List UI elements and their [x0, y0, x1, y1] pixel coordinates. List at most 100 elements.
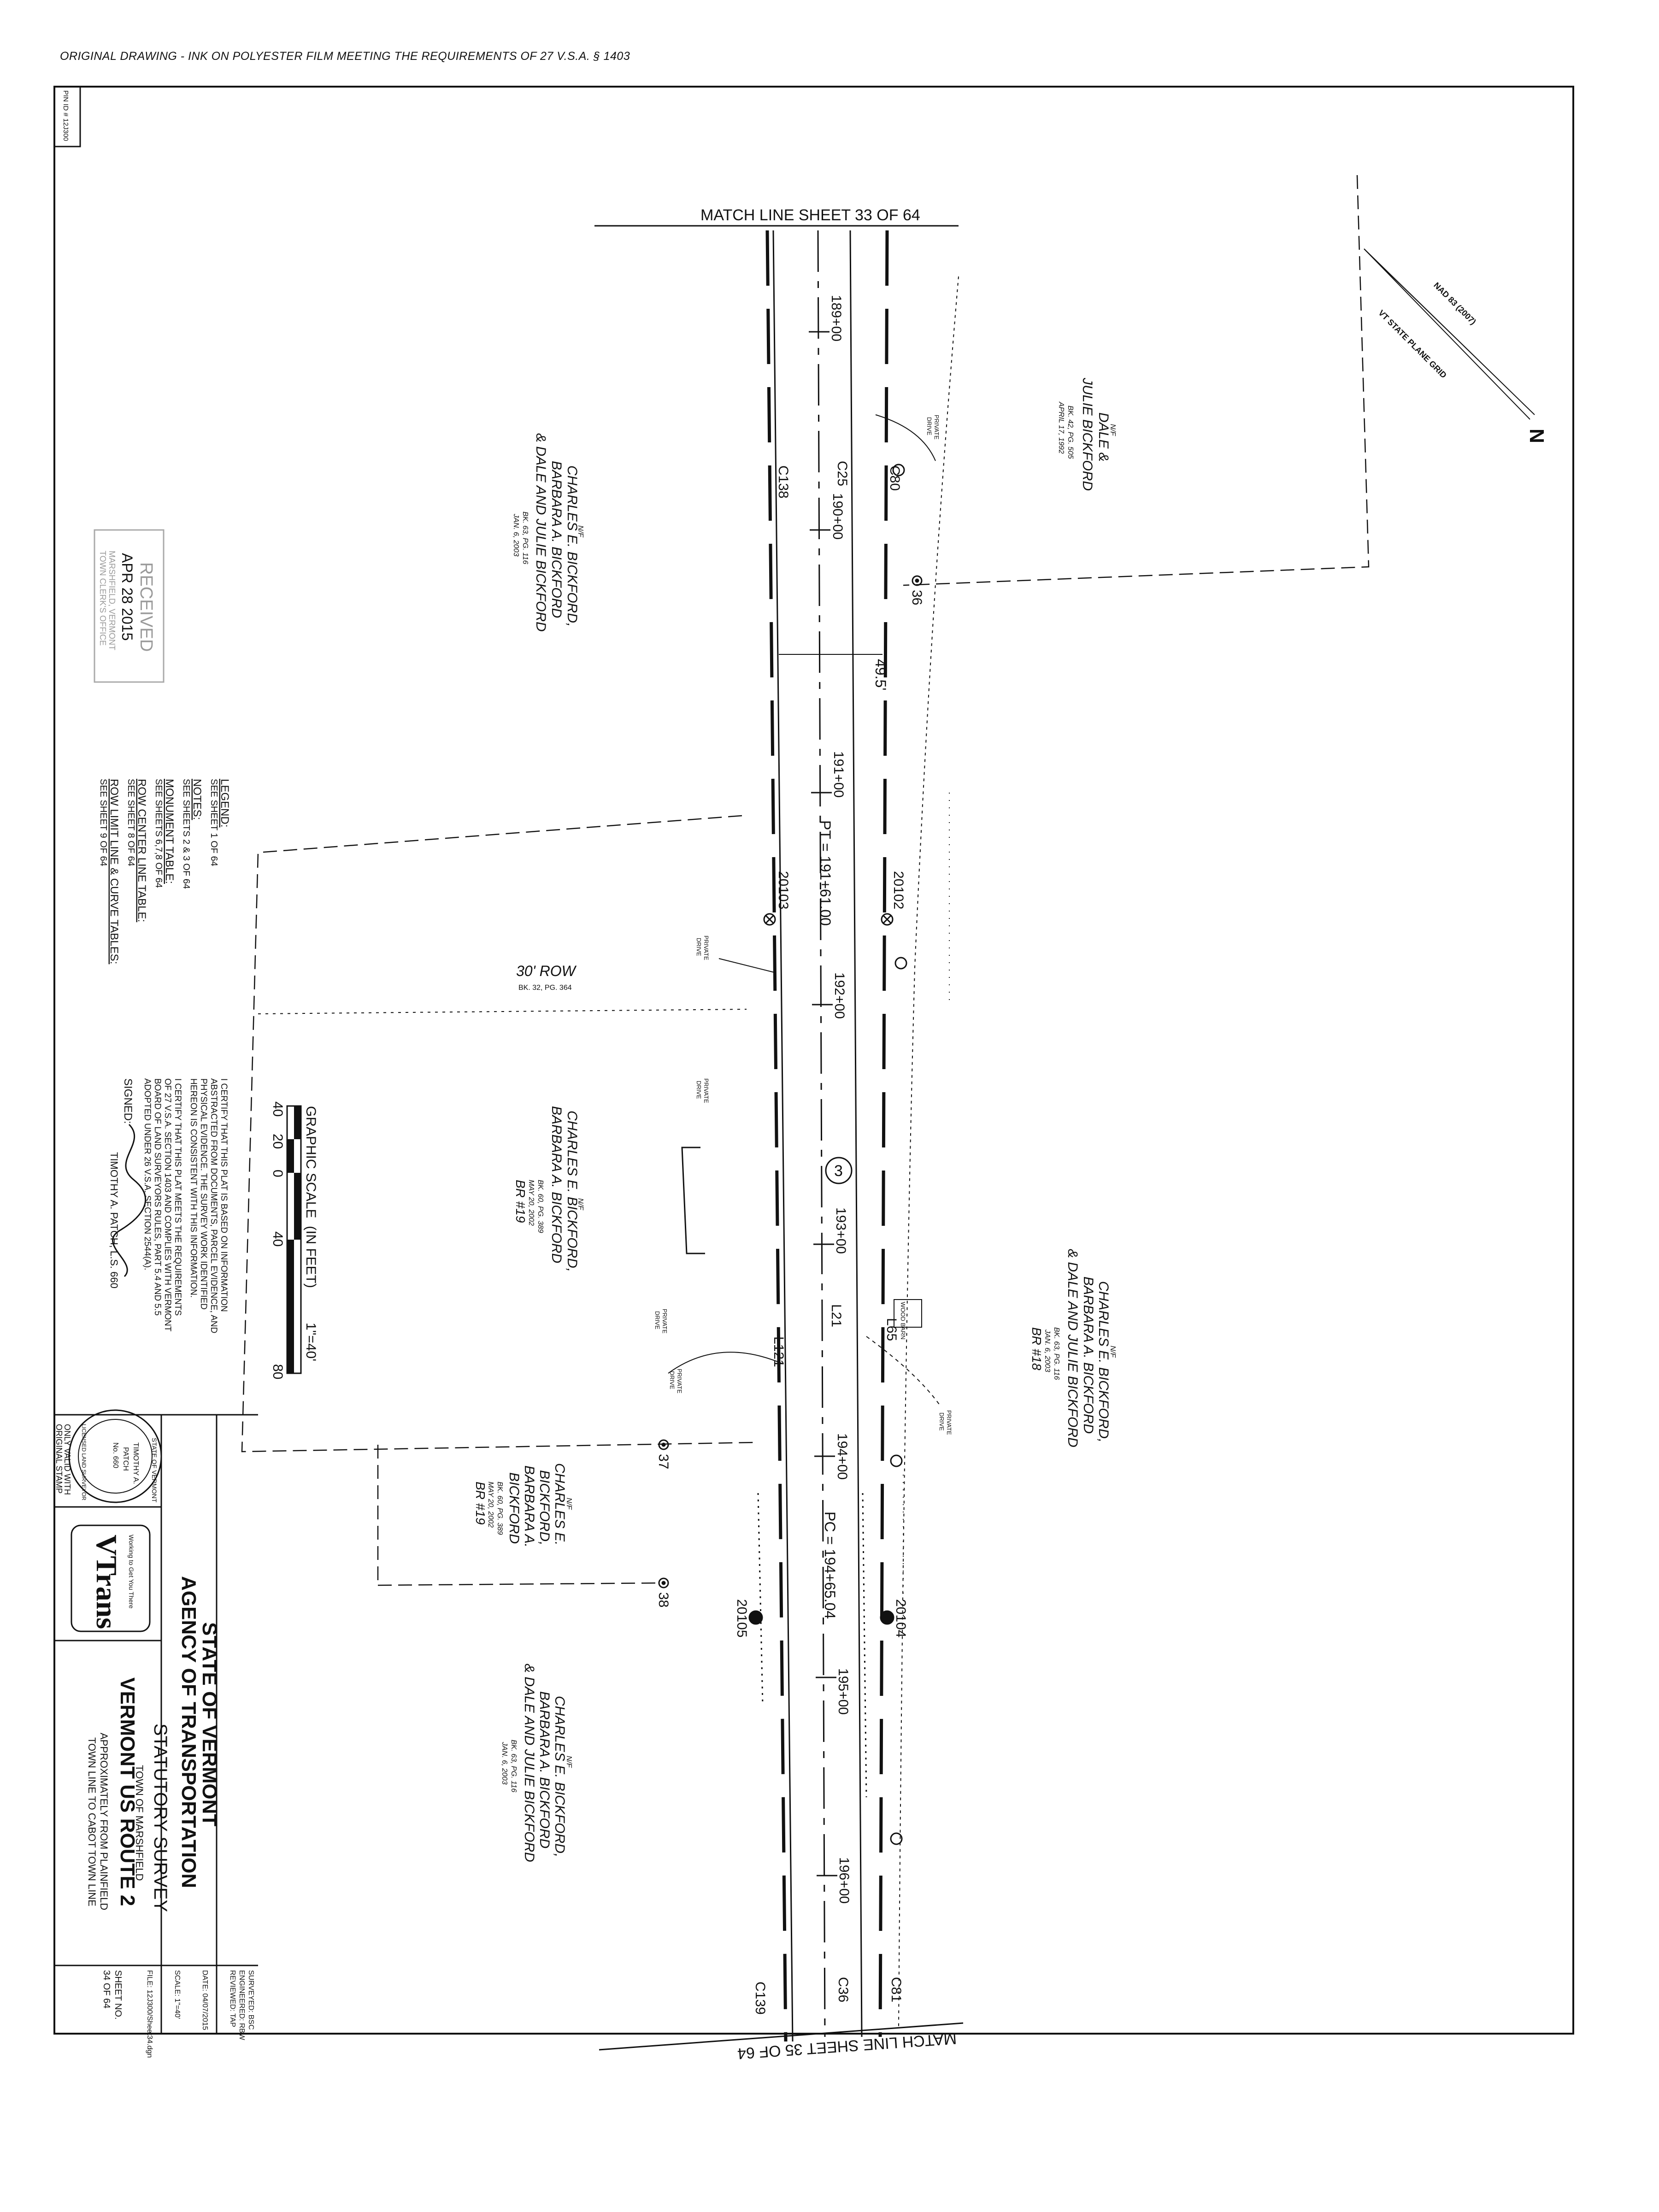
svg-text:CHARLES E. BICKFORD,: CHARLES E. BICKFORD,: [1096, 1281, 1111, 1442]
station-190: 190+00: [830, 493, 845, 540]
svg-text:SURVEYED: BSC: SURVEYED: BSC: [247, 1970, 255, 2030]
svg-text:MAY 20, 2002: MAY 20, 2002: [527, 1180, 535, 1226]
monuments: [658, 464, 923, 1845]
signature: [112, 1124, 147, 1277]
svg-text:N/F: N/F: [1109, 1346, 1117, 1358]
circle-number: 3: [834, 1162, 843, 1180]
point-36: 36: [909, 590, 924, 605]
svg-text:LEGEND:: LEGEND:: [218, 779, 231, 827]
svg-text:SEE SHEETS 2 & 3 OF 64: SEE SHEETS 2 & 3 OF 64: [181, 779, 191, 889]
svg-text:LICENSED LAND SURVEYOR: LICENSED LAND SURVEYOR: [81, 1424, 87, 1500]
label-l65: L65: [884, 1318, 899, 1341]
svg-text:N/F: N/F: [1109, 424, 1117, 436]
svg-text:BK. 63, PG. 116: BK. 63, PG. 116: [510, 1740, 518, 1793]
private-drive-5b: DRIVE: [669, 1371, 676, 1389]
svg-text:SEE SHEET 9 OF 64: SEE SHEET 9 OF 64: [98, 779, 108, 866]
north-arrow: NAD 83 (2007) VT STATE PLANE GRID N: [1364, 248, 1548, 443]
svg-text:STATUTORY SURVEY: STATUTORY SURVEY: [150, 1724, 171, 1912]
north-label-2: VT STATE PLANE GRID: [1377, 308, 1448, 380]
parcel-line-38: [377, 1582, 664, 1586]
svg-text:JAN. 6, 2003: JAN. 6, 2003: [500, 1741, 508, 1785]
row-ref: BK. 32, PG. 364: [518, 984, 572, 992]
station-193: 193+00: [833, 1207, 848, 1254]
svg-text:STATE OF VERMONT: STATE OF VERMONT: [198, 1622, 221, 1826]
parcel-dale: N/F DALE & JULIE BICKFORD BK. 42, PG. 50…: [1057, 377, 1117, 491]
svg-text:SHEET NO.: SHEET NO.: [113, 1970, 123, 2019]
svg-text:Working to Get You There: Working to Get You There: [128, 1535, 135, 1609]
property-line-right: [898, 276, 959, 2028]
svg-text:RECEIVED: RECEIVED: [136, 562, 156, 652]
svg-text:DALE &: DALE &: [1096, 412, 1111, 462]
svg-text:& DALE AND JULIE BICKFORD: & DALE AND JULIE BICKFORD: [533, 433, 548, 632]
parcel-cb-mid: N/F CHARLES E. BICKFORD, BARBARA A. BICK…: [513, 1106, 584, 1272]
svg-text:REVIEWED: TAP: REVIEWED: TAP: [229, 1970, 236, 2027]
svg-text:N/F: N/F: [565, 1756, 573, 1768]
width-label: 49.5': [872, 659, 889, 690]
svg-text:VTrans: VTrans: [90, 1535, 123, 1629]
structure-wall: [681, 1147, 705, 1254]
svg-text:(IN FEET): (IN FEET): [303, 1226, 318, 1288]
svg-text:HEREON IS CONSISTENT WITH THIS: HEREON IS CONSISTENT WITH THIS INFORMATI…: [188, 1078, 198, 1298]
svg-text:PATCH: PATCH: [122, 1447, 129, 1471]
svg-text:0: 0: [270, 1170, 285, 1177]
svg-text:ROW LIMIT LINE & CURVE TABLES:: ROW LIMIT LINE & CURVE TABLES:: [108, 779, 120, 964]
road-labels: MATCH LINE SHEET 33 OF 64 MATCH LINE SHE…: [516, 206, 957, 2062]
svg-text:BK. 60, PG. 389: BK. 60, PG. 389: [536, 1180, 544, 1233]
parcel-cb-left: N/F CHARLES E. BICKFORD, BARBARA A. BICK…: [512, 433, 584, 632]
svg-text:1"=40': 1"=40': [303, 1323, 318, 1361]
station-ticks: [809, 331, 837, 1877]
svg-text:N/F: N/F: [577, 525, 584, 538]
private-drive-1a: PRIVATE: [933, 415, 940, 440]
received-stamp: RECEIVED APR 28 2015 MARSHFIELD, VERMONT…: [94, 529, 165, 683]
svg-text:JAN. 6, 2003: JAN. 6, 2003: [1043, 1329, 1051, 1372]
svg-text:SIGNED:: SIGNED:: [122, 1078, 134, 1124]
svg-text:SEE SHEET 1 OF 64: SEE SHEET 1 OF 64: [209, 779, 219, 866]
svg-text:GRAPHIC SCALE: GRAPHIC SCALE: [303, 1106, 318, 1218]
graphic-scale: GRAPHIC SCALE (IN FEET) 1"=40' 40 20 0 4…: [270, 1101, 318, 1379]
private-drive-4b: DRIVE: [654, 1311, 661, 1330]
station-circle-3: [825, 1157, 853, 1184]
svg-text:BARBARA A. BICKFORD: BARBARA A. BICKFORD: [549, 1106, 564, 1263]
station-195: 195+00: [835, 1668, 851, 1715]
svg-text:BARBARA A. BICKFORD: BARBARA A. BICKFORD: [1081, 1277, 1096, 1434]
private-drive-4: [866, 1336, 941, 1406]
svg-text:FILE: 12J300/Sheet34.dgn: FILE: 12J300/Sheet34.dgn: [146, 1970, 153, 2058]
svg-text:NOTES:: NOTES:: [191, 779, 203, 820]
edge-left: [772, 230, 794, 2042]
svg-text:STATE OF VERMONT: STATE OF VERMONT: [151, 1438, 158, 1503]
svg-text:TOWN LINE TO CABOT TOWN LINE: TOWN LINE TO CABOT TOWN LINE: [86, 1737, 98, 1906]
private-drive-4a: PRIVATE: [661, 1309, 668, 1334]
svg-text:BARBARA A. BICKFORD: BARBARA A. BICKFORD: [537, 1691, 552, 1848]
centerline: [817, 230, 826, 2037]
private-drive-1b: DRIVE: [926, 417, 933, 435]
title-block-text: STATE OF VERMONT AGENCY OF TRANSPORTATIO…: [86, 1576, 221, 1912]
svg-text:APR 28 2015: APR 28 2015: [119, 553, 135, 641]
svg-text:BK. 42, PG. 505: BK. 42, PG. 505: [1066, 406, 1074, 459]
point-37: 37: [656, 1454, 671, 1469]
station-194: 194+00: [835, 1433, 850, 1480]
svg-text:ABSTRACTED FROM DOCUMENTS, PAR: ABSTRACTED FROM DOCUMENTS, PARCEL EVIDEN…: [209, 1078, 218, 1333]
edge-right: [849, 230, 863, 2037]
north-letter: N: [1525, 429, 1548, 443]
svg-text:34 OF 64: 34 OF 64: [101, 1970, 112, 2008]
svg-text:N/F: N/F: [565, 1498, 573, 1510]
svg-text:BR #19: BR #19: [473, 1482, 488, 1524]
svg-text:OF 27 V.S.A. SECTION 1403 AND: OF 27 V.S.A. SECTION 1403 AND COMPLIES W…: [163, 1078, 172, 1332]
private-drive-2: [718, 958, 775, 973]
north-label-1: NAD 83 (2007): [1432, 281, 1478, 327]
svg-text:BARBARA A.: BARBARA A.: [522, 1465, 537, 1547]
svg-text:& DALE AND JULIE BICKFORD: & DALE AND JULIE BICKFORD: [1065, 1249, 1080, 1447]
svg-text:SEE SHEET 8 OF 64: SEE SHEET 8 OF 64: [126, 779, 136, 866]
legend-block: LEGEND: SEE SHEET 1 OF 64 NOTES: SEE SHE…: [98, 779, 231, 964]
svg-text:CHARLES E.: CHARLES E.: [552, 1463, 567, 1545]
pin-id: PIN ID # 12J300: [62, 90, 70, 141]
point-20104: 20104: [893, 1599, 908, 1637]
svg-text:VERMONT US ROUTE 2: VERMONT US ROUTE 2: [116, 1677, 139, 1906]
point-20103: 20103: [776, 871, 791, 909]
row-limit-left: [765, 230, 788, 2042]
parcel-line-north: [903, 175, 1370, 586]
point-38: 38: [656, 1592, 671, 1607]
svg-text:ADOPTED UNDER 26 V.S.A. SECTIO: ADOPTED UNDER 26 V.S.A. SECTION 2544(A).: [142, 1078, 152, 1270]
row-30-lower: [258, 1009, 747, 1014]
